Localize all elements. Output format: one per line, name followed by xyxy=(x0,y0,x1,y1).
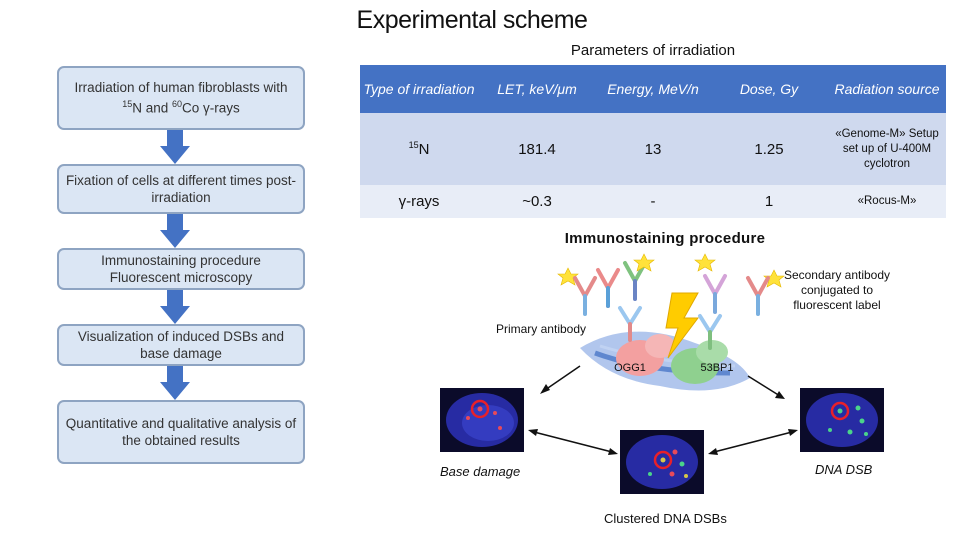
down-arrow-icon xyxy=(160,130,190,164)
table-cell-let: 181.4 xyxy=(478,113,596,185)
caption-base-damage: Base damage xyxy=(440,464,521,479)
fluorescent-star-icon xyxy=(633,253,655,272)
double-arrow-icon xyxy=(528,429,618,455)
micrograph-clustered-dsbs xyxy=(620,430,704,494)
secondary-antibody-label: Secondary antibody conjugated to fluores… xyxy=(783,268,891,312)
flow-step-analysis: Quantitative and qualitative analysis of… xyxy=(57,400,305,464)
flow-step-immunostaining: Immunostaining procedure Fluorescent mic… xyxy=(57,248,305,290)
protein-label-ogg1: OGG1 xyxy=(614,362,646,374)
table-cell-source: «Rocus-M» xyxy=(828,185,946,218)
table-cell-dose: 1.25 xyxy=(710,113,828,185)
protein-label-53bp1: 53BP1 xyxy=(700,362,734,374)
table-header-source: Radiation source xyxy=(828,65,946,113)
fluorescent-star-icon xyxy=(763,269,785,288)
down-arrow-icon xyxy=(160,214,190,248)
table-header-type: Type of irradiation xyxy=(360,65,478,113)
table-cell-type: γ-rays xyxy=(360,185,478,218)
table-header-energy: Energy, MeV/n xyxy=(596,65,710,113)
secondary-antibody xyxy=(703,274,727,314)
primary-antibody xyxy=(618,306,642,342)
primary-antibody-label: Primary antibody xyxy=(495,322,587,336)
table-cell-source: «Genome-M» Setup set up of U-400M cyclot… xyxy=(828,113,946,185)
flow-step-fixation: Fixation of cells at different times pos… xyxy=(57,164,305,214)
flow-step-visualization: Visualization of induced DSBs and base d… xyxy=(57,324,305,366)
fluorescent-star-icon xyxy=(694,253,716,272)
table-header-let: LET, keV/μm xyxy=(478,65,596,113)
table-cell-energy: 13 xyxy=(596,113,710,185)
caption-clustered-dsbs: Clustered DNA DSBs xyxy=(604,511,727,526)
immunostaining-title: Immunostaining procedure xyxy=(564,230,766,247)
highlight-circle xyxy=(653,450,673,470)
caption-dna-dsb: DNA DSB xyxy=(815,462,873,477)
parameters-table: Type of irradiation LET, keV/μm Energy, … xyxy=(360,65,946,218)
double-arrow-icon xyxy=(708,429,798,455)
down-arrow-icon xyxy=(160,290,190,324)
table-header-dose: Dose, Gy xyxy=(710,65,828,113)
parameters-title: Parameters of irradiation xyxy=(570,42,736,59)
micrograph-dna-dsb xyxy=(800,388,884,452)
antibody-illustration xyxy=(540,253,785,399)
table-cell-type: 15N xyxy=(360,113,478,185)
micrograph-base-damage xyxy=(440,388,524,452)
fluorescent-star-icon xyxy=(557,267,579,286)
table-cell-energy: - xyxy=(596,185,710,218)
flow-step-irradiation: Irradiation of human fibroblasts with 15… xyxy=(57,66,305,130)
table-cell-let: ~0.3 xyxy=(478,185,596,218)
down-arrow-icon xyxy=(160,366,190,400)
highlight-circle xyxy=(830,401,850,421)
lightning-icon xyxy=(665,292,699,359)
flow-step-label: Irradiation of human fibroblasts with 15… xyxy=(74,80,288,116)
page-title: Experimental scheme xyxy=(356,6,588,34)
table-cell-dose: 1 xyxy=(710,185,828,218)
primary-antibody xyxy=(698,314,722,350)
highlight-circle xyxy=(470,399,490,419)
secondary-antibody xyxy=(596,268,620,308)
